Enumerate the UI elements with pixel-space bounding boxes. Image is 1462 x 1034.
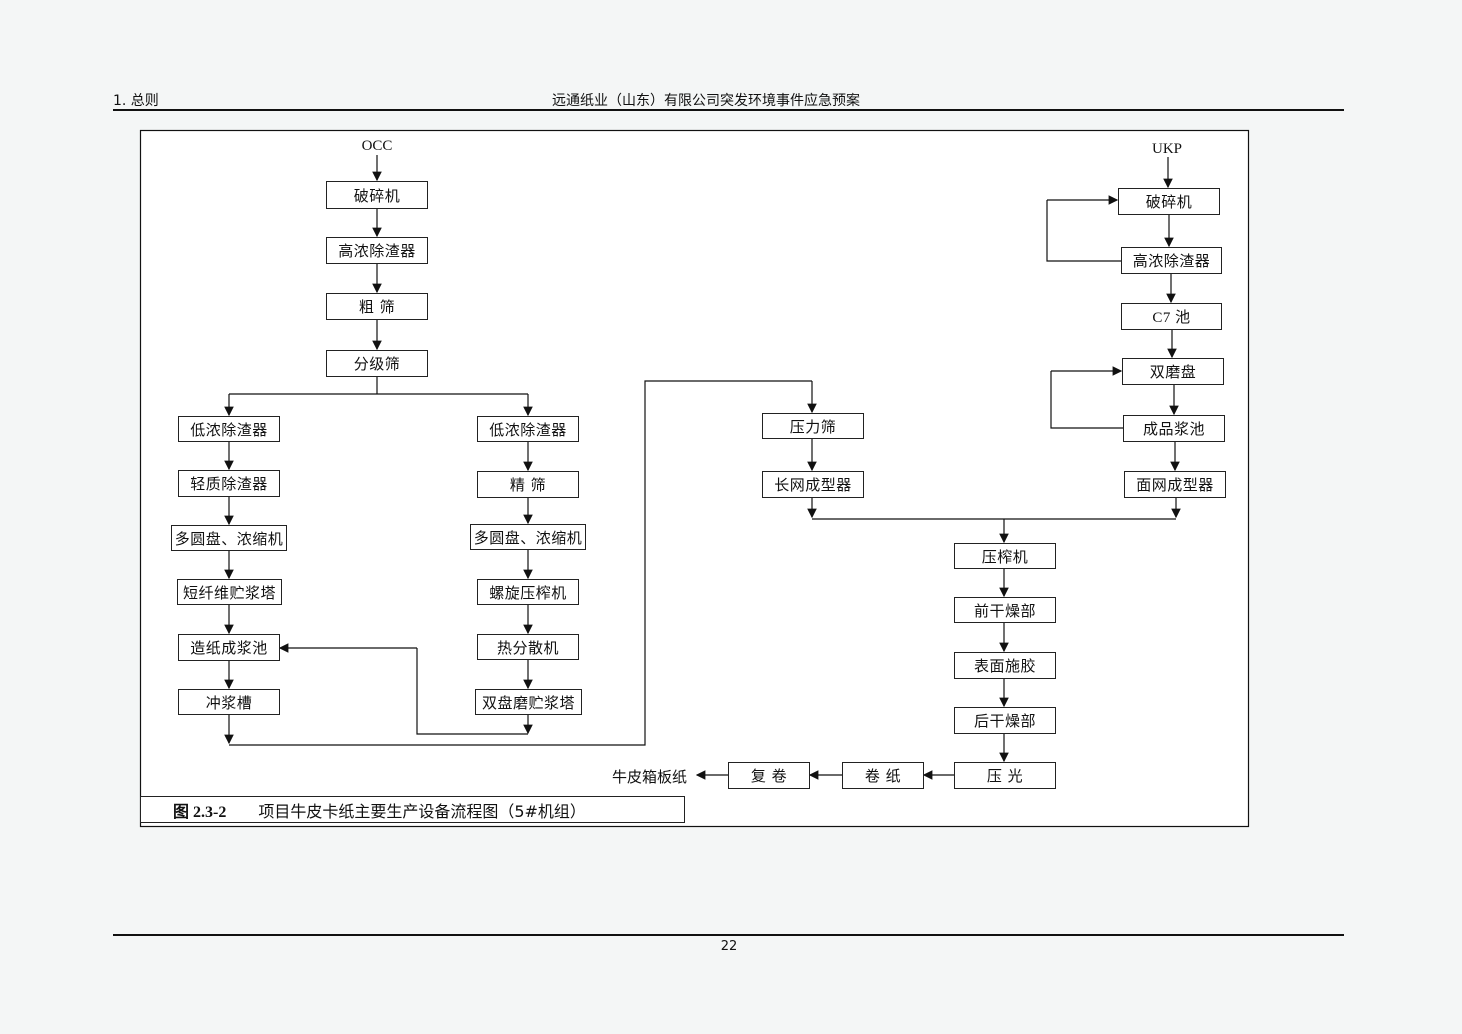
mid-box: 长网成型器: [762, 471, 864, 498]
right-branch-box: 低浓除渣器: [477, 416, 579, 442]
press-box: 前干燥部: [954, 597, 1056, 623]
press-box: 压榨机: [954, 543, 1056, 569]
diagram-area: [140, 130, 1248, 826]
occ-box: 高浓除渣器: [326, 237, 428, 264]
page-number: 22: [720, 939, 738, 954]
product-label: 牛皮箱板纸: [612, 768, 688, 786]
right-branch-box: 双盘磨贮浆塔: [475, 689, 582, 715]
left-branch-box: 造纸成浆池: [178, 634, 280, 661]
finish-box: 复 卷: [728, 762, 810, 789]
ukp-box: 面网成型器: [1124, 471, 1226, 498]
occ-box: 破碎机: [326, 181, 428, 209]
right-branch-box: 螺旋压榨机: [477, 579, 579, 605]
input-occ: OCC: [361, 138, 393, 154]
left-branch-box: 低浓除渣器: [178, 416, 280, 442]
ukp-box: 高浓除渣器: [1121, 247, 1222, 274]
occ-box: 粗 筛: [326, 293, 428, 320]
document-title: 远通纸业（山东）有限公司突发环境事件应急预案: [552, 93, 860, 109]
ukp-box: C7 池: [1121, 303, 1222, 330]
ukp-box: 成品浆池: [1123, 415, 1225, 442]
figure-caption: 图 2.3-2 项目牛皮卡纸主要生产设备流程图（5#机组）: [140, 796, 685, 823]
input-ukp: UKP: [1151, 141, 1183, 157]
right-branch-box: 精 筛: [477, 471, 579, 498]
left-branch-box: 多圆盘、浓缩机: [171, 525, 287, 551]
press-box: 表面施胶: [954, 652, 1056, 679]
left-branch-box: 冲浆槽: [178, 689, 280, 715]
left-branch-box: 轻质除渣器: [178, 470, 280, 497]
mid-box: 压力筛: [762, 413, 864, 439]
section-header: 1. 总则: [113, 93, 159, 109]
right-branch-box: 热分散机: [477, 634, 579, 660]
figure-number: 图 2.3-2: [173, 803, 227, 821]
occ-box: 分级筛: [326, 350, 428, 377]
right-branch-box: 多圆盘、浓缩机: [470, 524, 586, 550]
finish-box: 卷 纸: [842, 762, 924, 789]
ukp-box: 破碎机: [1118, 188, 1220, 215]
figure-title: 项目牛皮卡纸主要生产设备流程图（5#机组）: [258, 801, 586, 821]
ukp-box: 双磨盘: [1122, 358, 1224, 385]
header-rule: [113, 109, 1344, 111]
press-box: 压 光: [954, 762, 1056, 789]
left-branch-box: 短纤维贮浆塔: [177, 579, 282, 605]
footer-rule: [113, 934, 1344, 936]
press-box: 后干燥部: [954, 707, 1056, 734]
